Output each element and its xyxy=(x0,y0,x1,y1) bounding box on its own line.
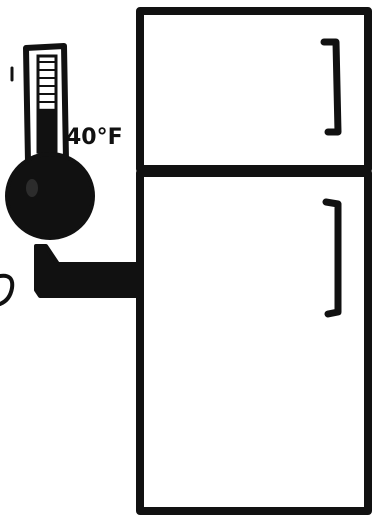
freezer-door xyxy=(136,7,372,173)
refrigerator-icon xyxy=(136,7,372,515)
freezer-handle xyxy=(320,38,342,136)
fridge-door xyxy=(136,169,372,515)
thermometer-bulb xyxy=(5,152,95,240)
thermometer-scale xyxy=(38,61,56,111)
temperature-label: 40°F xyxy=(66,125,123,150)
thermometer-mercury xyxy=(38,108,56,152)
fridge-handle xyxy=(322,198,342,318)
thermometer-icon xyxy=(5,43,95,240)
